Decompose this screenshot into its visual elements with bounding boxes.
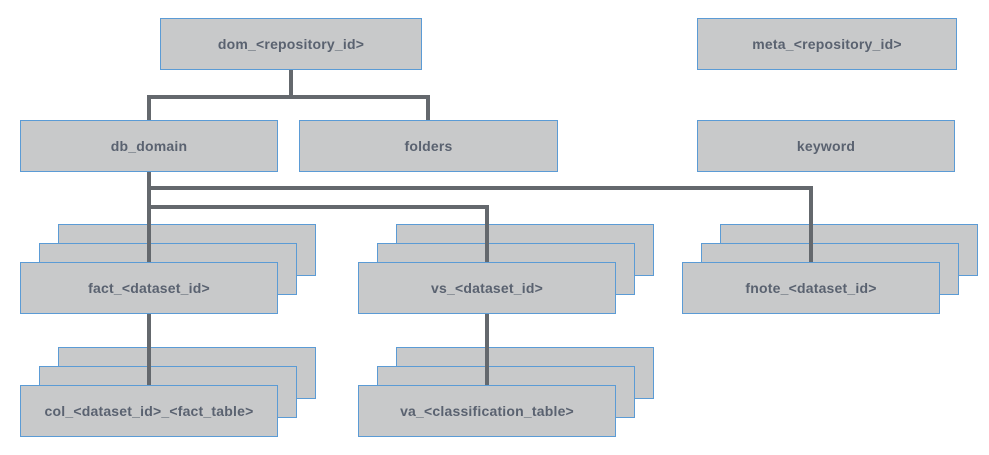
edge-drop-to-vs [485, 205, 489, 262]
edge-fact-to-col [147, 314, 151, 385]
node-stack-vs: vs_<dataset_id> [358, 224, 654, 314]
edge-vs-to-va [485, 314, 489, 385]
edge-db-domain-to-vs-horizontal [147, 205, 489, 209]
stack-layer-front: fact_<dataset_id> [20, 262, 278, 314]
stack-layer-front: va_<classification_table> [358, 385, 616, 437]
stack-layer-front: col_<dataset_id>_<fact_table> [20, 385, 278, 437]
stack-layer-front: fnote_<dataset_id> [682, 262, 940, 314]
edge-dom-to-children-vertical [289, 70, 293, 97]
node-dom-repository: dom_<repository_id> [160, 18, 422, 70]
node-stack-fact: fact_<dataset_id> [20, 224, 316, 314]
edge-drop-to-folders [426, 97, 430, 120]
node-stack-col: col_<dataset_id>_<fact_table> [20, 347, 316, 437]
edge-drop-to-fnote [809, 186, 813, 262]
node-meta-repository: meta_<repository_id> [697, 18, 957, 70]
node-stack-fnote: fnote_<dataset_id> [682, 224, 978, 314]
node-db-domain: db_domain [20, 120, 278, 172]
edge-db-domain-to-fact [147, 172, 151, 262]
stack-layer-front: vs_<dataset_id> [358, 262, 616, 314]
edge-db-domain-to-fnote-horizontal [147, 186, 813, 190]
node-keyword: keyword [697, 120, 955, 172]
node-folders: folders [299, 120, 558, 172]
node-stack-va: va_<classification_table> [358, 347, 654, 437]
edge-drop-to-db-domain [147, 97, 151, 120]
edge-dom-children-horizontal [147, 95, 430, 99]
